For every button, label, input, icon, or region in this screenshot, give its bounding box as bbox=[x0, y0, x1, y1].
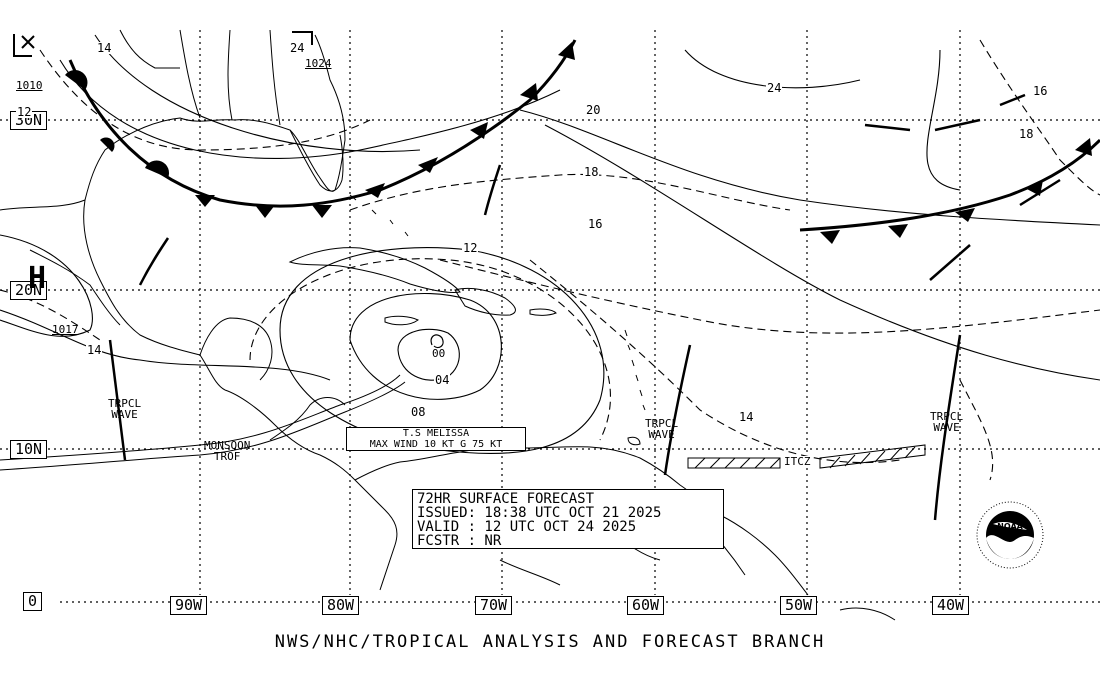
tropical-wave-label: TRPCL WAVE bbox=[108, 397, 142, 421]
lon-label-50w: 50W bbox=[780, 596, 818, 615]
isobar-label: 14 bbox=[86, 343, 103, 357]
low-symbol bbox=[13, 34, 35, 57]
tropical-wave-label: TRPCL WAVE bbox=[645, 417, 679, 441]
tropical-waves bbox=[108, 93, 1061, 521]
storm-name: T.S MELISSA bbox=[402, 428, 470, 439]
cold-fronts bbox=[68, 39, 1100, 232]
high-pressure-value-1024: 1024 bbox=[305, 57, 332, 70]
storm-center-label: 00 bbox=[432, 347, 446, 360]
isobar-label: 24 bbox=[289, 41, 306, 55]
isobar-label: 20 bbox=[585, 103, 602, 117]
isobar-label: 16 bbox=[1032, 84, 1049, 98]
front-pips bbox=[195, 42, 1092, 244]
high-symbol-box bbox=[292, 31, 313, 45]
lon-label-90w: 90W bbox=[170, 596, 208, 615]
forecast-title-box: 72HR SURFACE FORECAST ISSUED: 18:38 UTC … bbox=[412, 489, 724, 549]
itcz bbox=[687, 444, 926, 469]
isobar-label: 08 bbox=[410, 405, 427, 419]
forecast-type: 72HR SURFACE FORECAST bbox=[417, 491, 595, 507]
isobar-label: 12 bbox=[16, 105, 33, 119]
lat-label-0: 0 bbox=[23, 592, 43, 611]
isobar-label: 24 bbox=[766, 81, 783, 95]
low-pressure-value: 1010 bbox=[16, 79, 43, 92]
lon-label-80w: 80W bbox=[322, 596, 360, 615]
monsoon-trough bbox=[0, 374, 406, 471]
isobar-label: 04 bbox=[434, 373, 451, 387]
high-pressure-symbol: H bbox=[28, 261, 47, 296]
lat-label-10n: 10N bbox=[10, 440, 48, 459]
storm-info-box: T.S MELISSA MAX WIND 10 KT G 75 KT bbox=[346, 427, 526, 451]
footer-credit: NWS/NHC/TROPICAL ANALYSIS AND FORECAST B… bbox=[274, 632, 826, 652]
itcz-label: ITCZ bbox=[784, 455, 811, 468]
tropical-wave-label: TRPCL WAVE bbox=[930, 410, 964, 434]
forecast-issued: ISSUED: 18:38 UTC OCT 21 2025 bbox=[417, 505, 662, 521]
lon-label-70w: 70W bbox=[475, 596, 513, 615]
forecast-valid: VALID : 12 UTC OCT 24 2025 bbox=[417, 519, 637, 535]
forecast-forecaster: FCSTR : NR bbox=[417, 533, 502, 549]
isobar-label: 14 bbox=[96, 41, 113, 55]
noaa-logo: NOAA bbox=[976, 501, 1044, 569]
warm-front-bumps bbox=[65, 70, 170, 178]
storm-max-wind: MAX WIND 10 KT G 75 KT bbox=[369, 439, 503, 450]
lat-label-20n: 20N bbox=[10, 281, 48, 300]
isobar-label: 16 bbox=[587, 217, 604, 231]
storm-symbol bbox=[430, 334, 444, 349]
monsoon-trough-label: MONSOON TROF bbox=[204, 439, 251, 463]
isobar-label: 14 bbox=[738, 410, 755, 424]
isobar-label: 12 bbox=[462, 241, 479, 255]
lon-label-60w: 60W bbox=[627, 596, 665, 615]
isobars-dashed bbox=[0, 39, 1100, 481]
lon-label-40w: 40W bbox=[932, 596, 970, 615]
isobar-label: 18 bbox=[1018, 127, 1035, 141]
high-pressure-value-1017: 1017 bbox=[52, 323, 79, 336]
lat-lon-grid bbox=[0, 30, 1100, 603]
noaa-logo-text: NOAA bbox=[997, 522, 1023, 531]
isobar-label: 18 bbox=[583, 165, 600, 179]
